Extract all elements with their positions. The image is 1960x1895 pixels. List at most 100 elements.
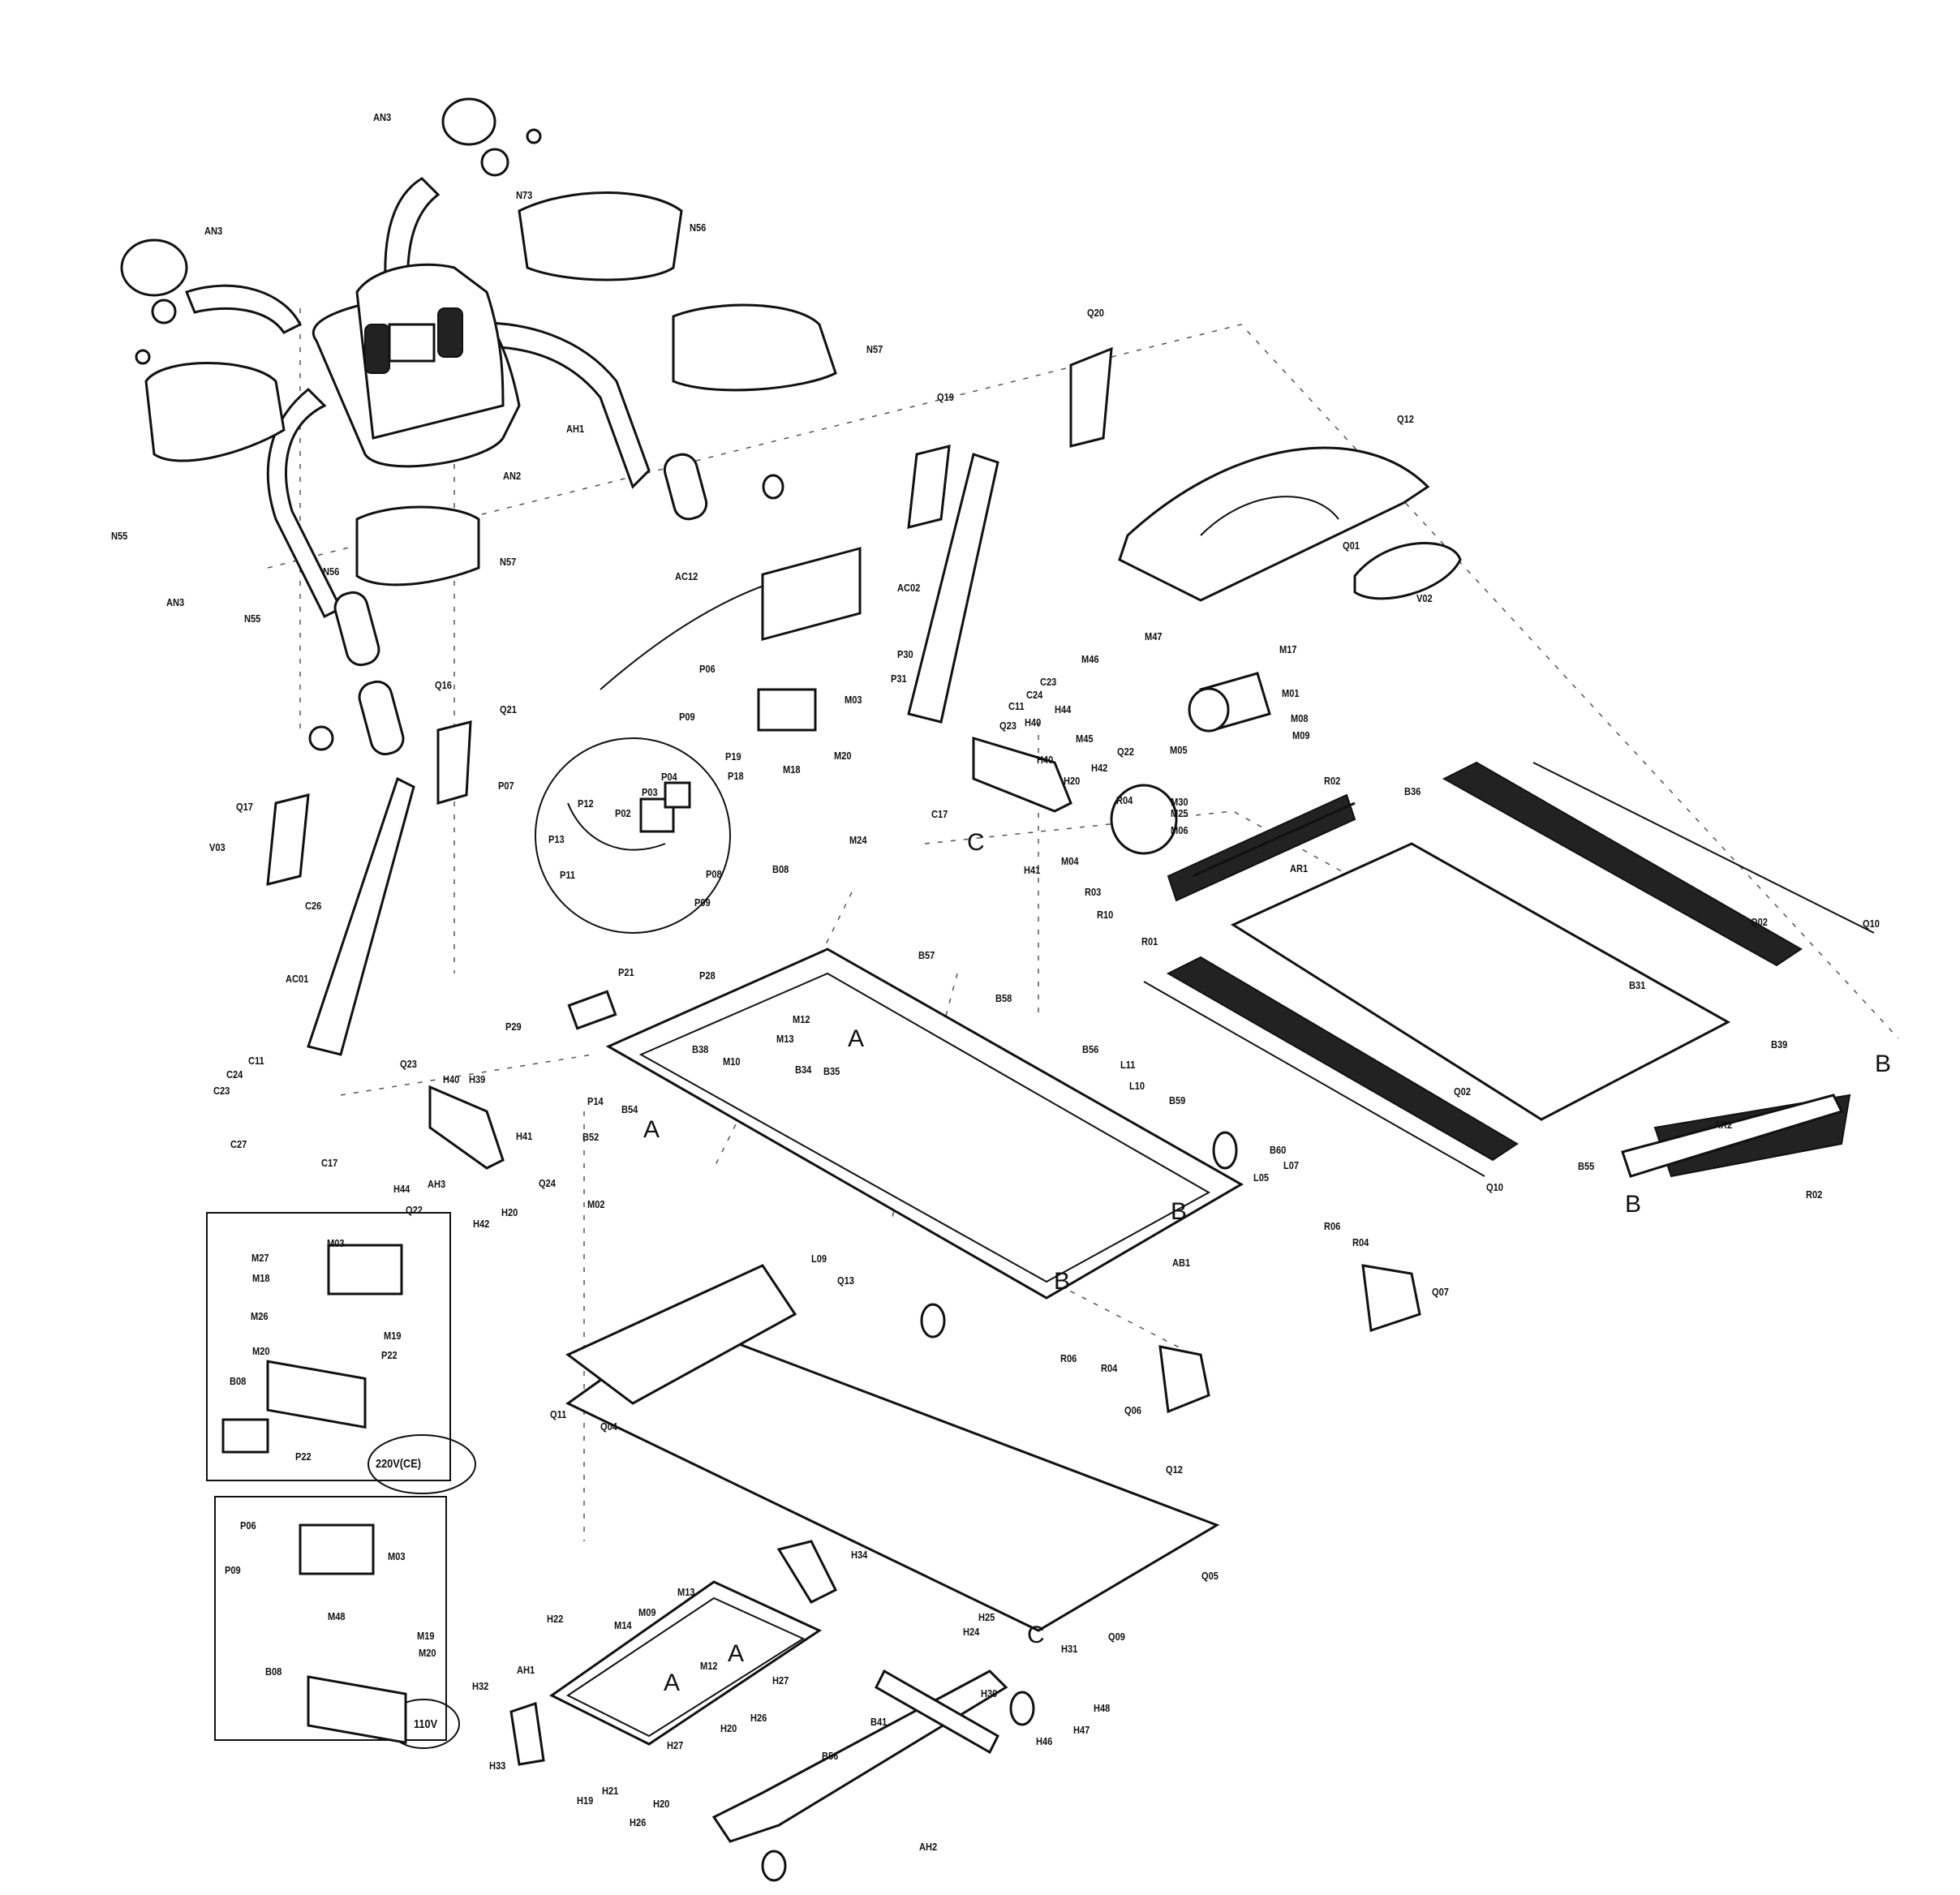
part-label: N56	[690, 221, 707, 234]
part-label: L11	[1120, 1059, 1136, 1071]
part-label: AH2	[919, 1841, 938, 1853]
part-label: P09	[694, 896, 711, 909]
part-label: P11	[560, 869, 576, 881]
part-label: P31	[891, 672, 907, 685]
part-label: M19	[384, 1330, 402, 1342]
part-label: M12	[700, 1660, 718, 1672]
part-label: Q11	[550, 1408, 567, 1420]
part-label: H19	[577, 1794, 594, 1807]
part-label: P13	[548, 833, 565, 845]
part-label: Q19	[937, 391, 954, 403]
part-label: H42	[473, 1218, 490, 1230]
part-label: H40	[1037, 754, 1054, 766]
inset-label-220v: 220V(CE)	[376, 1457, 421, 1471]
part-label: H27	[667, 1739, 684, 1751]
part-label: R02	[1324, 775, 1341, 787]
part-label: P28	[699, 969, 716, 982]
part-label: H27	[772, 1674, 789, 1687]
part-label: B59	[1169, 1094, 1186, 1106]
part-label: H41	[1024, 864, 1041, 876]
part-label: M17	[1279, 643, 1297, 655]
part-label: M08	[1291, 712, 1309, 724]
part-label: H24	[963, 1626, 980, 1638]
part-label: B36	[1404, 785, 1421, 797]
part-label: R01	[1141, 935, 1158, 948]
part-label: AH1	[566, 423, 585, 435]
part-label: M30	[1171, 796, 1188, 808]
connection-marker: B	[1875, 1051, 1892, 1077]
connection-marker: A	[848, 1025, 865, 1052]
part-label: P18	[728, 770, 744, 782]
part-label: H21	[602, 1785, 619, 1797]
part-label: AN3	[373, 111, 392, 123]
part-label: C23	[1040, 676, 1057, 688]
part-label: M06	[1171, 824, 1188, 836]
part-label: H40	[443, 1073, 460, 1085]
part-label: B52	[582, 1131, 600, 1143]
connection-marker: C	[967, 829, 985, 856]
part-label: H42	[1091, 762, 1108, 774]
part-label: H20	[653, 1798, 670, 1810]
part-label: B08	[230, 1375, 247, 1387]
part-label: Q01	[1343, 539, 1360, 552]
part-label: M24	[849, 834, 867, 846]
part-label: Q02	[1751, 916, 1768, 928]
part-label: H41	[516, 1130, 533, 1142]
part-label: H44	[393, 1183, 410, 1195]
part-label: H25	[978, 1611, 995, 1623]
part-label: C24	[1026, 689, 1043, 701]
part-label: H22	[547, 1613, 564, 1625]
part-label: AN3	[204, 225, 223, 237]
part-label: Q22	[406, 1204, 423, 1216]
part-label: AR1	[1290, 862, 1309, 874]
part-label: H46	[1036, 1735, 1053, 1747]
part-label: H48	[1094, 1702, 1111, 1714]
part-label: H44	[1055, 703, 1072, 715]
part-label: H26	[630, 1816, 647, 1828]
part-label: Q23	[400, 1058, 417, 1070]
part-label: M25	[1171, 807, 1188, 819]
part-label: P06	[240, 1519, 256, 1532]
part-label: C17	[931, 808, 948, 820]
connection-marker: B	[1054, 1268, 1071, 1295]
part-label: M09	[638, 1606, 656, 1618]
part-label: B55	[1578, 1160, 1595, 1172]
part-label: C11	[1008, 700, 1025, 712]
part-label: H31	[1061, 1643, 1078, 1655]
part-label: B54	[621, 1103, 638, 1115]
motor-cover	[1118, 446, 1462, 602]
assembly-guide-lines	[267, 308, 1899, 1541]
part-label: B08	[265, 1665, 282, 1678]
part-label: P22	[381, 1349, 398, 1361]
part-label: C27	[230, 1138, 247, 1150]
part-label: M12	[793, 1013, 810, 1025]
part-label: P30	[897, 648, 913, 660]
part-label: R03	[1085, 886, 1102, 898]
part-label: AN2	[503, 470, 522, 482]
part-label: B35	[823, 1065, 840, 1077]
part-label: M27	[251, 1252, 269, 1264]
part-label: AB1	[1172, 1257, 1191, 1269]
part-label: H47	[1073, 1724, 1090, 1736]
part-label: N55	[244, 612, 261, 625]
part-label: H20	[1064, 775, 1081, 787]
part-label: B56	[822, 1750, 839, 1762]
part-label: H33	[489, 1760, 506, 1772]
part-label: AH3	[428, 1178, 446, 1190]
part-label: C17	[321, 1157, 338, 1169]
part-label: C23	[213, 1085, 230, 1097]
part-label: M45	[1076, 733, 1094, 745]
connection-marker: A	[643, 1116, 660, 1143]
part-label: H40	[1025, 716, 1042, 728]
part-label: M18	[783, 763, 801, 776]
part-label: Q06	[1124, 1404, 1141, 1416]
part-label: H34	[851, 1549, 868, 1561]
deck-and-frame	[565, 761, 1875, 1632]
part-label: M13	[677, 1586, 695, 1598]
part-label: C26	[305, 900, 322, 912]
part-label: M47	[1145, 630, 1163, 642]
part-label: R06	[1324, 1220, 1341, 1232]
electronics-detail	[535, 547, 862, 1030]
part-label: C24	[226, 1068, 243, 1081]
part-label: N73	[516, 189, 533, 201]
